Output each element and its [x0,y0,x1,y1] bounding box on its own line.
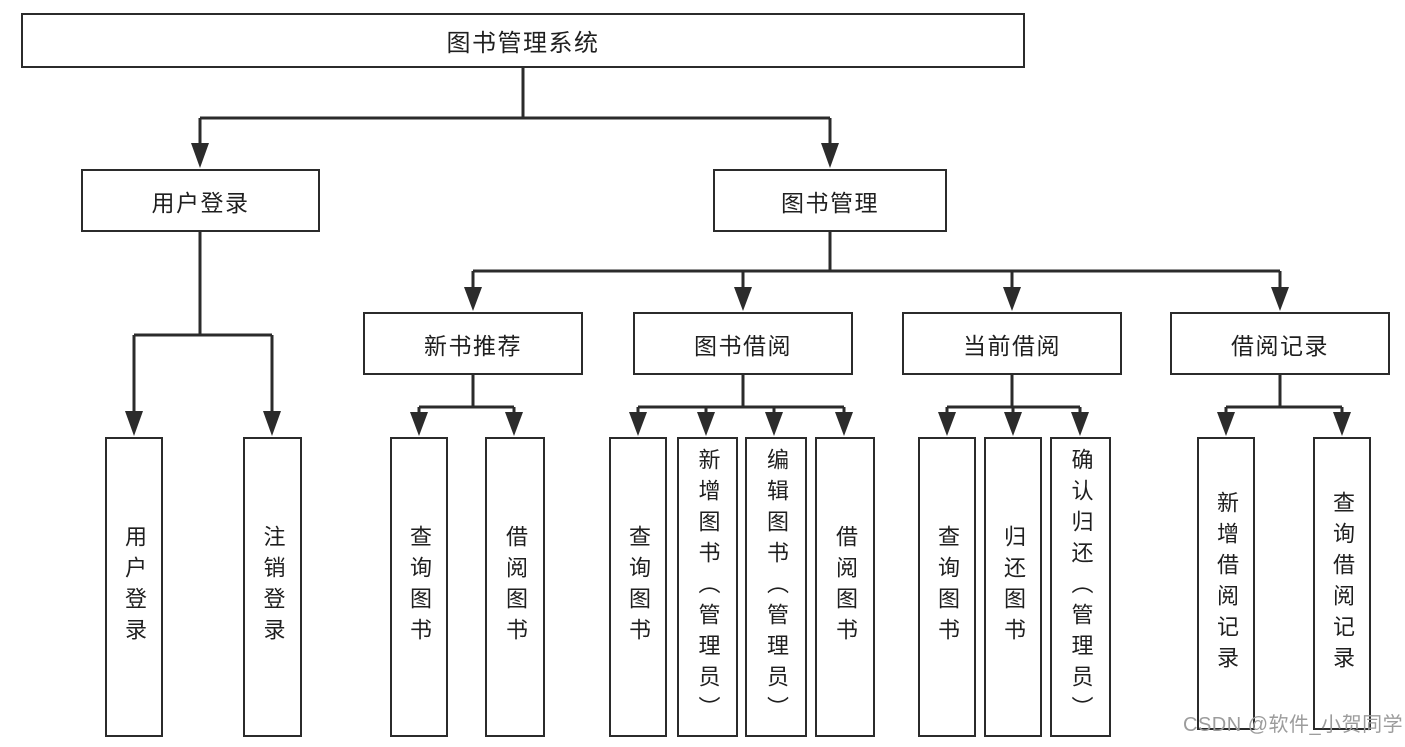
leaf-query-borrow-record: 查询借阅记录 [1313,437,1371,730]
leaf-query-book-1: 查询图书 [390,437,448,737]
leaf-user-login: 用户登录 [105,437,163,737]
leaf-query-book-2: 查询图书 [609,437,667,737]
leaf-confirm-return-admin: 确认归还（管理员） [1050,437,1111,737]
watermark: CSDN @软件_小贺同学 [1183,714,1404,736]
node-current-borrow: 当前借阅 [902,312,1122,375]
node-borrow-record: 借阅记录 [1170,312,1390,375]
leaf-borrow-book-1: 借阅图书 [485,437,545,737]
node-library-system: 图书管理系统 [21,13,1025,68]
leaf-add-book-admin: 新增图书（管理员） [677,437,738,737]
leaf-logout: 注销登录 [243,437,302,737]
node-user-login: 用户登录 [81,169,320,232]
leaf-add-borrow-record: 新增借阅记录 [1197,437,1255,730]
leaf-query-book-3: 查询图书 [918,437,976,737]
node-new-book-recommend: 新书推荐 [363,312,583,375]
node-book-management: 图书管理 [713,169,947,232]
leaf-edit-book-admin: 编辑图书（管理员） [745,437,807,737]
leaf-borrow-book-2: 借阅图书 [815,437,875,737]
arrowheads [125,143,1351,436]
node-book-borrow: 图书借阅 [633,312,853,375]
leaf-return-book: 归还图书 [984,437,1042,737]
